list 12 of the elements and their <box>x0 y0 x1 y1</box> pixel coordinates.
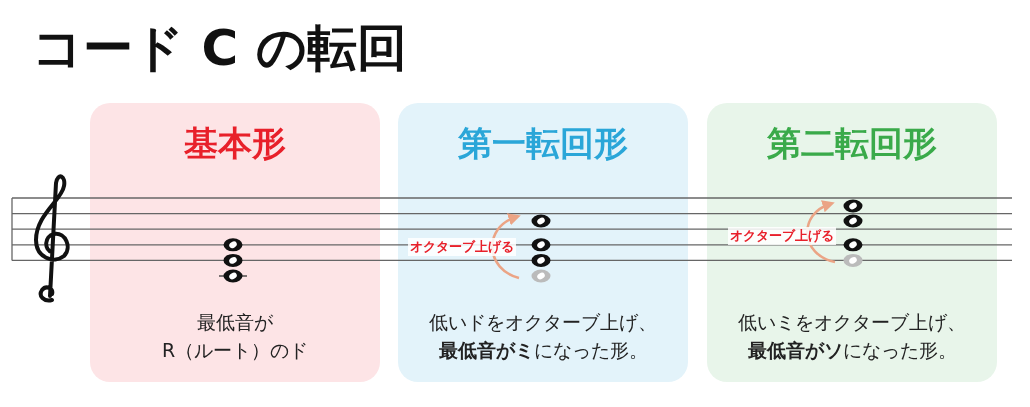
arrow-label: オクターブ上げる <box>408 238 516 256</box>
title: コード C の転回 <box>32 18 407 78</box>
panel-heading: 基本形 <box>183 123 287 164</box>
panel-card <box>707 103 997 382</box>
description-text: 低いドをオクターブ上げ、最低音がミになった形。 <box>428 310 658 363</box>
description-text: 最低音が R（ルート）のド <box>160 310 310 363</box>
panel-card <box>398 103 688 382</box>
panel-heading: 第二転回形 <box>766 123 938 164</box>
arrow-label: オクターブ上げる <box>728 227 836 245</box>
panel-card <box>90 103 380 382</box>
panel-heading: 第一転回形 <box>457 123 629 164</box>
description-text: 低いミをオクターブ上げ、最低音がソになった形。 <box>737 310 967 363</box>
